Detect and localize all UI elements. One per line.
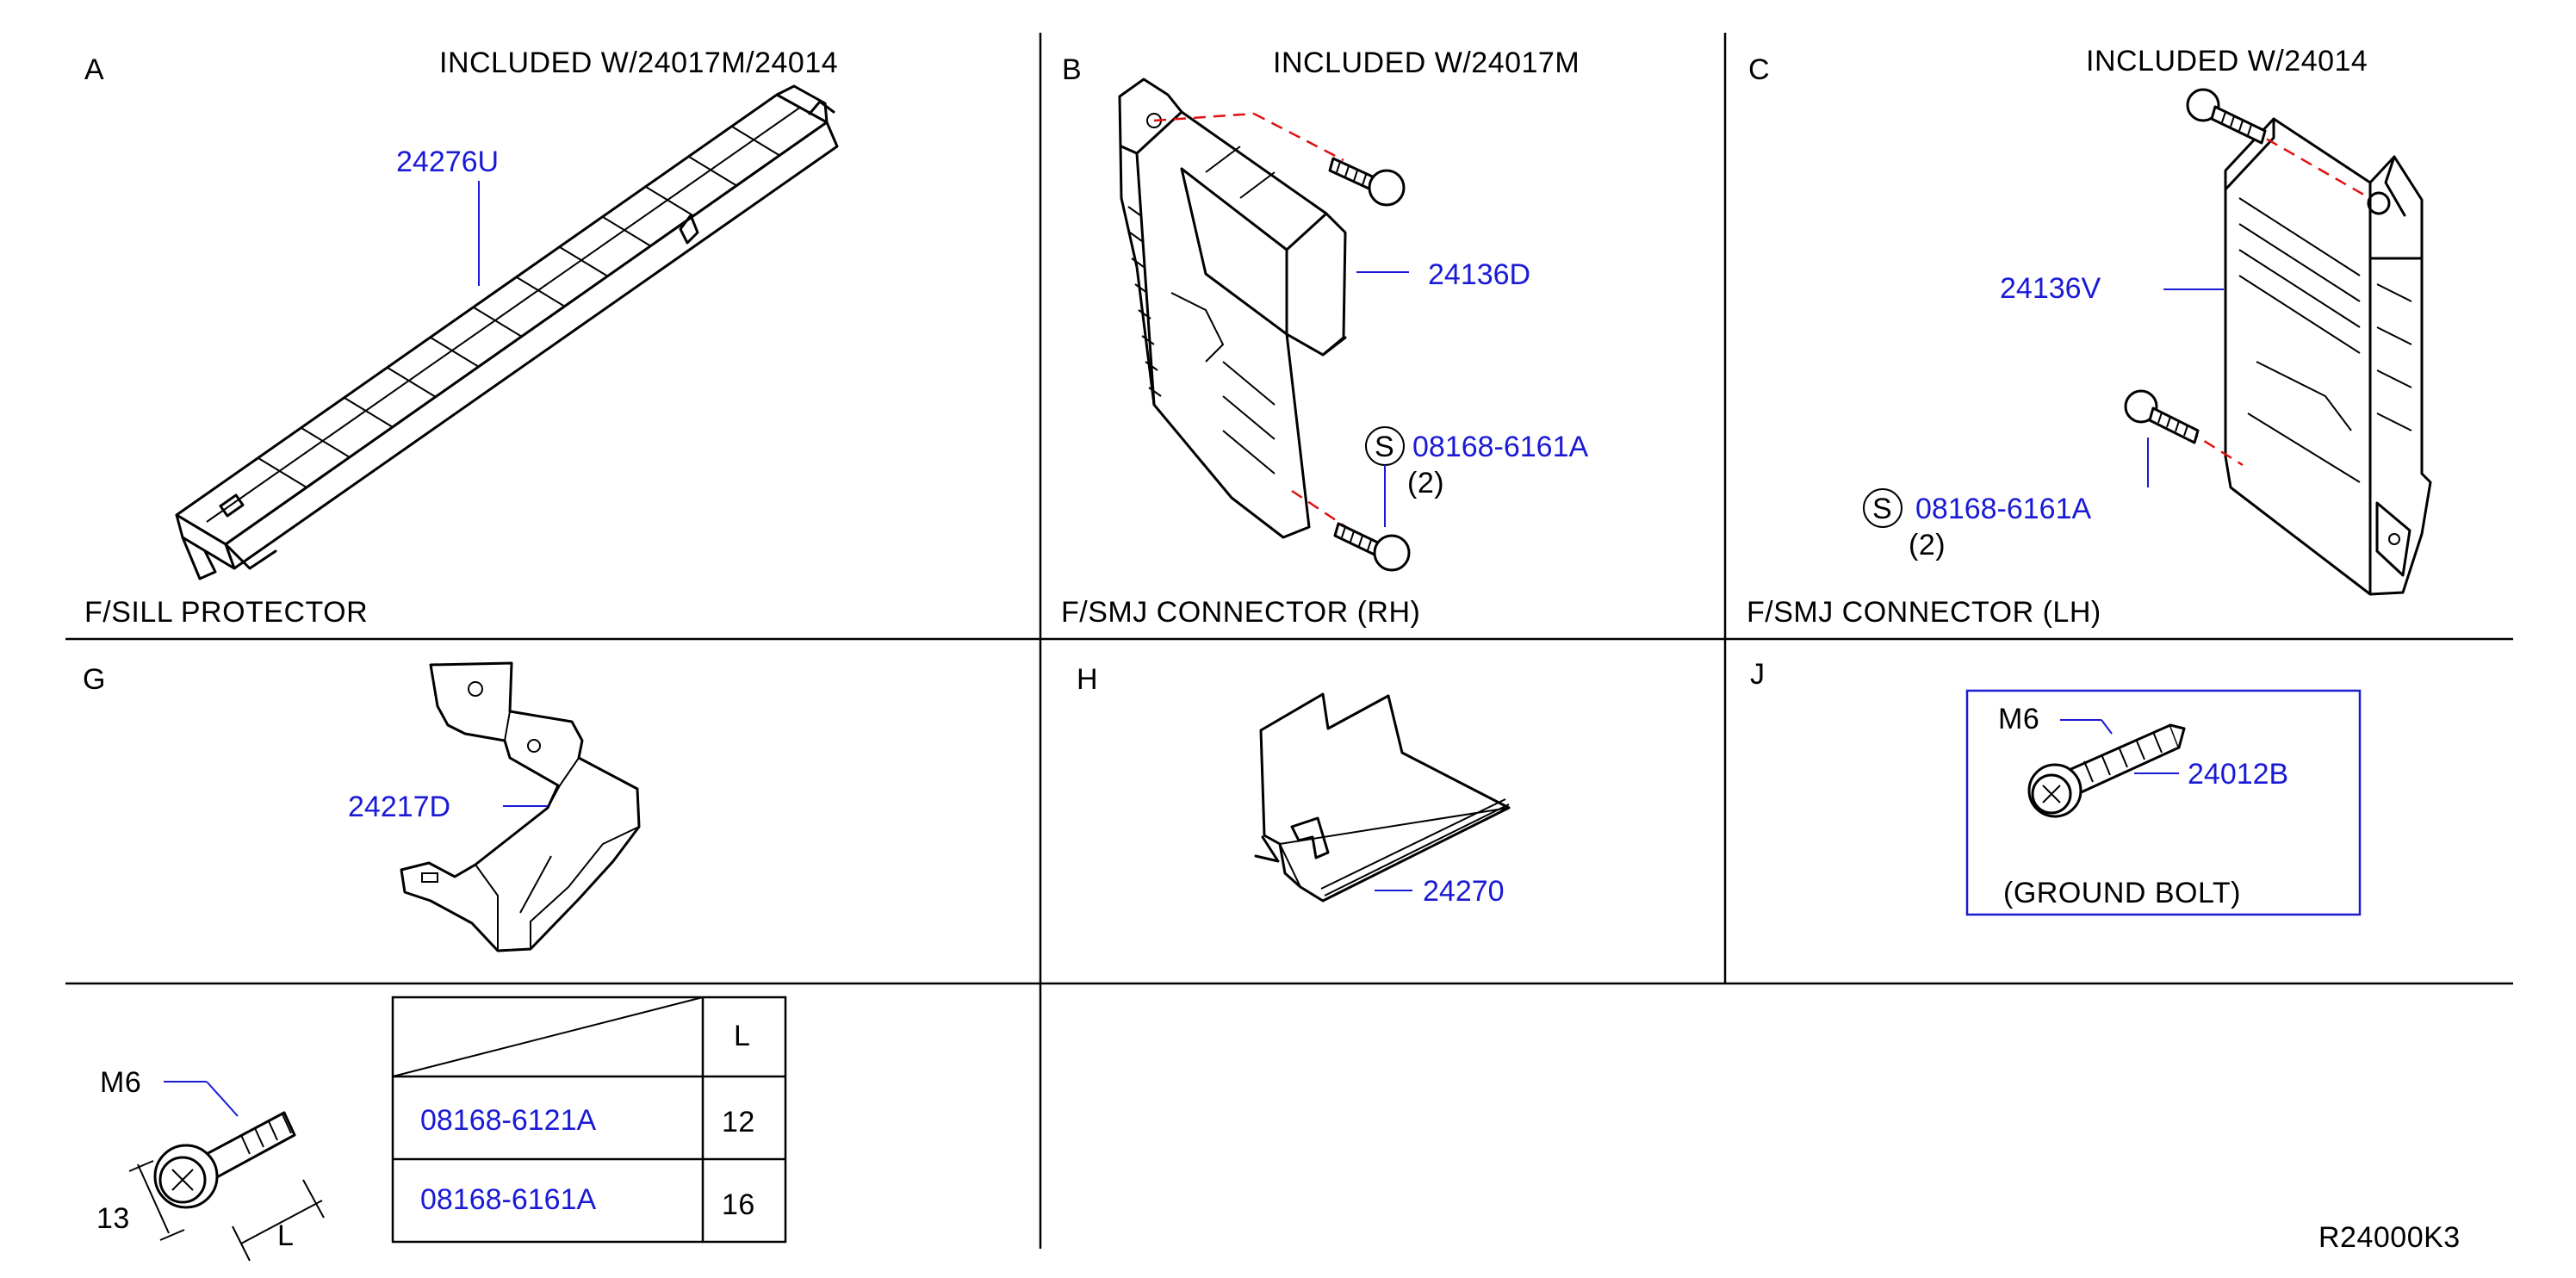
bracket-24217d-drawing	[400, 661, 641, 952]
panel-j: J M6 24012B (GROUND BOLT)	[1750, 658, 2362, 916]
connector-bracket-rh-drawing	[1118, 78, 1411, 572]
panel-j-letter: J	[1750, 658, 1766, 691]
table-row-2-part: 08168-6161A	[420, 1183, 597, 1216]
lh-dash-top	[2249, 127, 2368, 198]
panel-g: G 24217D	[83, 661, 641, 952]
panel-j-size: M6	[1998, 703, 2039, 735]
panel-c-qty: (2)	[1909, 529, 1946, 561]
panel-h: H 24270	[1077, 663, 1511, 908]
panel-c-part-main: 24136V	[2000, 272, 2101, 305]
panel-c-s-mark: S	[1872, 493, 1892, 525]
diagram-code: R24000K3	[2318, 1221, 2461, 1254]
panel-grid	[65, 33, 2513, 1249]
bolt-lower-rh	[1333, 522, 1411, 572]
panel-b-note: INCLUDED W/24017M	[1273, 47, 1580, 79]
generic-bolt-drawing	[128, 1111, 325, 1262]
panel-b-s-mark: S	[1375, 431, 1394, 463]
sill-protector-drawing	[175, 84, 839, 580]
panel-g-part: 24217D	[348, 791, 450, 823]
table-row-1-part: 08168-6121A	[420, 1104, 597, 1137]
panel-c-caption: F/SMJ CONNECTOR (LH)	[1747, 596, 2101, 629]
panel-a-letter: A	[84, 53, 104, 86]
panel-b-part-bolt: 08168-6161A	[1412, 431, 1589, 463]
panel-j-size-leader-2	[2101, 719, 2113, 735]
panel-c-s-circle	[1863, 488, 1903, 528]
connector-bracket-lh-drawing	[2124, 88, 2432, 596]
panel-h-part: 24270	[1423, 875, 1505, 908]
bolt-dim-length: L	[277, 1219, 294, 1252]
panel-c-part-bolt: 08168-6161A	[1915, 493, 2092, 525]
ground-bolt-drawing	[2027, 723, 2186, 818]
panel-a-part-number: 24276U	[396, 146, 499, 178]
panel-b-part-main: 24136D	[1428, 258, 1530, 291]
protector-24270-drawing	[1254, 692, 1511, 903]
panel-h-letter: H	[1077, 663, 1098, 696]
panel-c: C INCLUDED W/24014 24136V S 08168-6161A …	[1747, 45, 2432, 629]
table-row-1-length: 12	[722, 1106, 755, 1138]
panel-b-qty: (2)	[1407, 467, 1444, 499]
panel-a: A INCLUDED W/24017M/24014 24276U F/SILL …	[84, 47, 839, 629]
table-header-diagonal	[392, 996, 704, 1077]
bolt-size-label: M6	[100, 1066, 141, 1099]
rh-dash-top	[1153, 112, 1255, 122]
bolt-upper-rh	[1328, 157, 1406, 207]
bolt-table-panel: M6 13 L L 08168-6121A 12 08168-6161A 1	[96, 996, 787, 1262]
panel-a-caption: F/SILL PROTECTOR	[84, 596, 368, 629]
ground-bolt-frame	[1965, 689, 2362, 916]
panel-b: B INCLUDED W/24017M 24136D S 08168-6161A…	[1061, 47, 1589, 629]
bolt-dim-head: 13	[96, 1202, 130, 1235]
panel-c-note: INCLUDED W/24014	[2086, 45, 2368, 78]
panel-a-note: INCLUDED W/24017M/24014	[439, 47, 838, 79]
bolt-length-table: L 08168-6121A 12 08168-6161A 16	[391, 996, 787, 1244]
bolt-lower-lh	[2124, 389, 2200, 444]
table-header-length: L	[734, 1020, 750, 1052]
panel-j-part: 24012B	[2188, 758, 2288, 791]
panel-b-letter: B	[1062, 53, 1082, 86]
panel-c-letter: C	[1748, 53, 1770, 86]
rh-dash-top-2	[1253, 112, 1344, 162]
table-row-2-length: 16	[722, 1188, 755, 1221]
bolt-upper-lh	[2186, 88, 2267, 145]
bolt-size-leader-2	[206, 1081, 239, 1117]
panel-j-caption: (GROUND BOLT)	[2003, 877, 2241, 909]
panel-g-letter: G	[83, 663, 106, 696]
panel-b-caption: F/SMJ CONNECTOR (RH)	[1061, 596, 1420, 629]
